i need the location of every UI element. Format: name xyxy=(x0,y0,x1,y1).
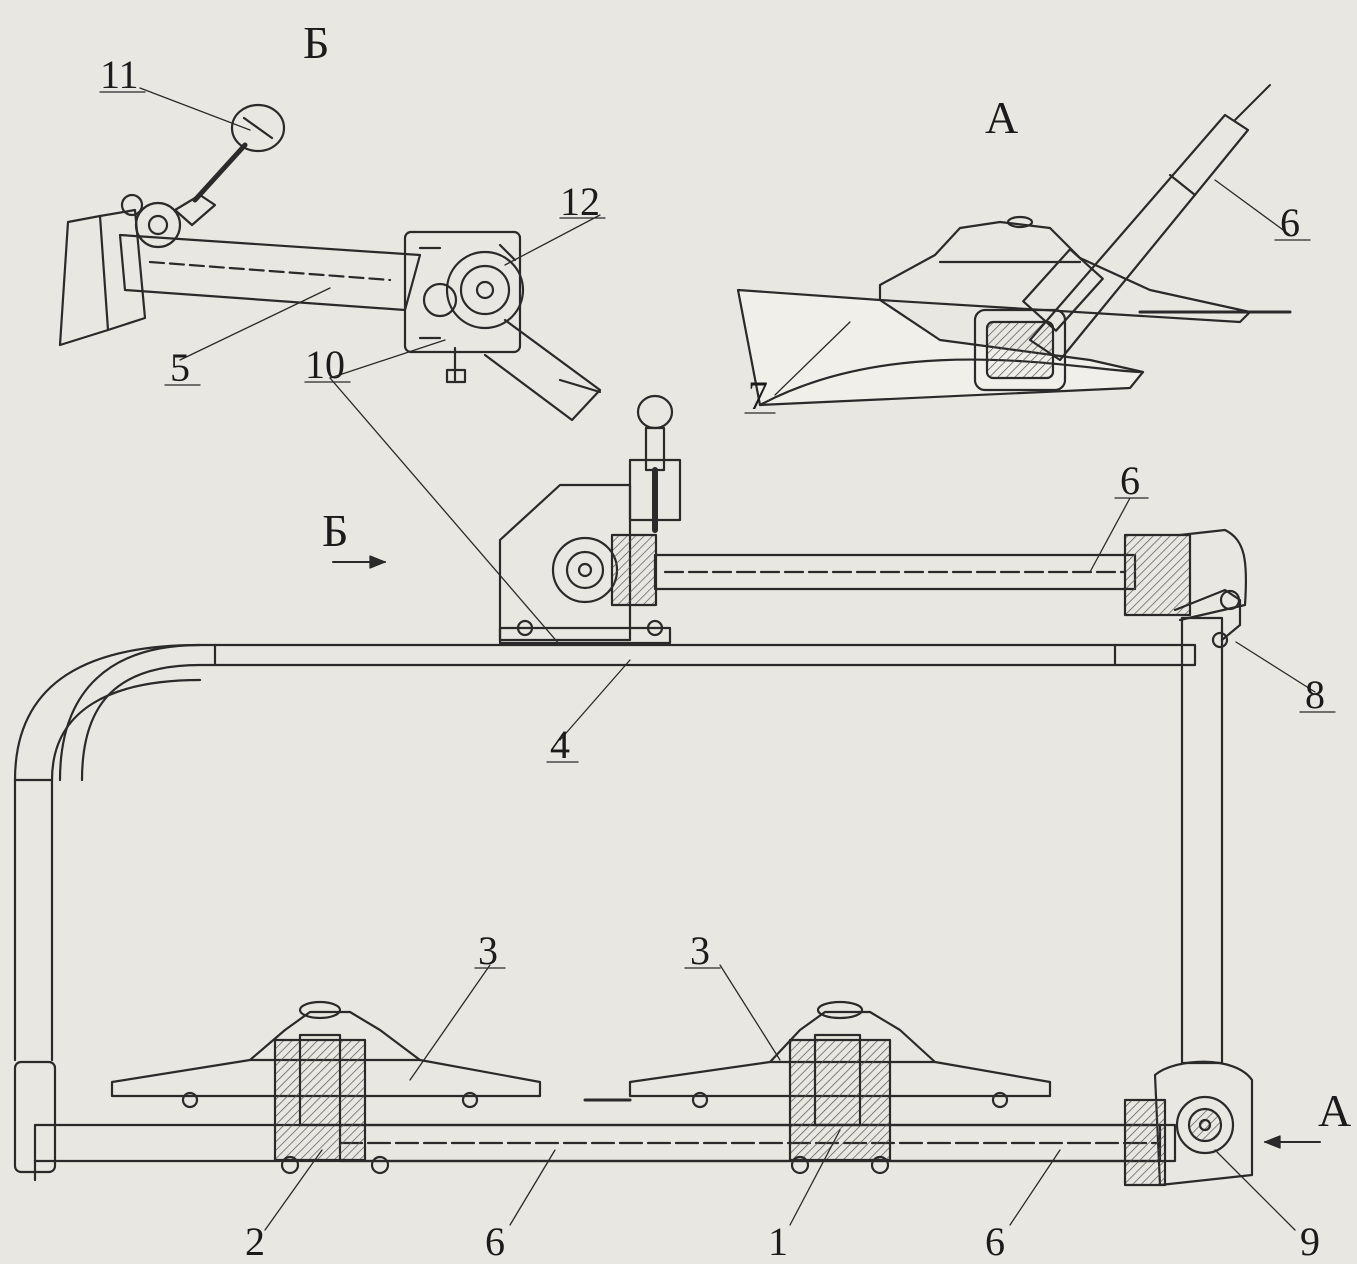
part-label-8: 8 xyxy=(1305,672,1325,717)
part-label-3-left: 3 xyxy=(478,928,498,973)
part-label-5: 5 xyxy=(170,345,190,390)
part-label-6-bottom-right: 6 xyxy=(985,1219,1005,1264)
part-label-7: 7 xyxy=(748,373,768,418)
part-label-1: 1 xyxy=(768,1219,788,1264)
part-label-6-bottom-left: 6 xyxy=(485,1219,505,1264)
part-label-6-mid: 6 xyxy=(1120,458,1140,503)
part-label-6-top-right: 6 xyxy=(1280,200,1300,245)
part-label-2: 2 xyxy=(245,1219,265,1264)
part-label-10: 10 xyxy=(305,342,345,387)
view-label-b-arrow: Б xyxy=(322,505,349,556)
view-b-assembly xyxy=(58,103,602,422)
view-a-assembly xyxy=(736,84,1292,407)
view-label-a-arrow: А xyxy=(1318,1085,1352,1136)
view-label-a-top: А xyxy=(985,92,1019,143)
leader-lines xyxy=(99,87,1336,1231)
main-assembly xyxy=(13,394,1254,1187)
part-label-11: 11 xyxy=(100,52,139,97)
view-label-b-top: Б xyxy=(303,17,330,68)
part-label-12: 12 xyxy=(560,179,600,224)
part-label-3-right: 3 xyxy=(690,928,710,973)
part-label-9: 9 xyxy=(1300,1219,1320,1264)
part-label-4: 4 xyxy=(550,722,570,767)
